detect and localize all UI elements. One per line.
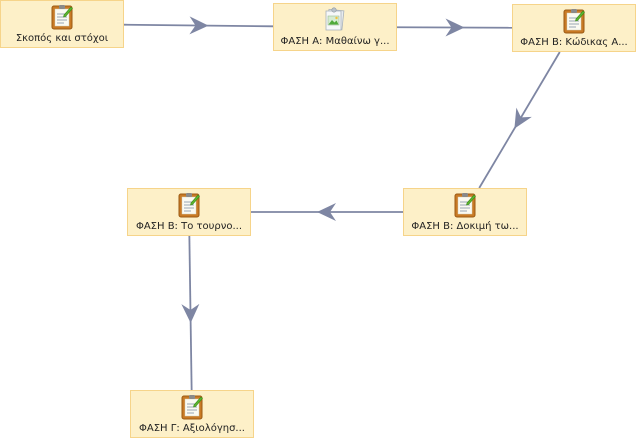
arrowhead-3 xyxy=(514,107,532,129)
notepad-icon xyxy=(181,394,203,420)
activity-label: ΦΑΣΗ Γ: Αξιολόγησ... xyxy=(139,423,245,434)
activity-label: ΦΑΣΗ Α: Μαθαίνω γ... xyxy=(280,36,390,47)
notepad-icon xyxy=(178,192,200,218)
activity-label: ΦΑΣΗ Β: Κώδικας Α... xyxy=(520,37,628,48)
activity-label: ΦΑΣΗ Β: Δοκιμή τω... xyxy=(411,221,519,232)
image-document-icon xyxy=(324,7,346,33)
arrowhead-4 xyxy=(317,203,336,221)
notepad-icon xyxy=(563,8,585,34)
activity-label: Σκοπός και στόχοι xyxy=(15,33,109,44)
arrowhead-2 xyxy=(445,18,465,37)
activity-node-phase-b-code[interactable]: ΦΑΣΗ Β: Κώδικας Α... xyxy=(512,4,636,52)
arrowhead-1 xyxy=(189,16,209,35)
activity-node-phase-b-test[interactable]: ΦΑΣΗ Β: Δοκιμή τω... xyxy=(403,188,527,236)
activity-node-phase-a[interactable]: ΦΑΣΗ Α: Μαθαίνω γ... xyxy=(273,3,397,51)
arrowhead-5 xyxy=(181,303,200,323)
notepad-icon xyxy=(51,4,73,30)
activity-node-phase-c[interactable]: ΦΑΣΗ Γ: Αξιολόγησ... xyxy=(130,390,254,438)
activity-node-phase-b-tournament[interactable]: ΦΑΣΗ Β: Το τουρνο... xyxy=(127,188,251,236)
activity-node-scope[interactable]: Σκοπός και στόχοι xyxy=(0,0,124,48)
notepad-icon xyxy=(454,192,476,218)
activity-label: ΦΑΣΗ Β: Το τουρνο... xyxy=(135,221,243,232)
